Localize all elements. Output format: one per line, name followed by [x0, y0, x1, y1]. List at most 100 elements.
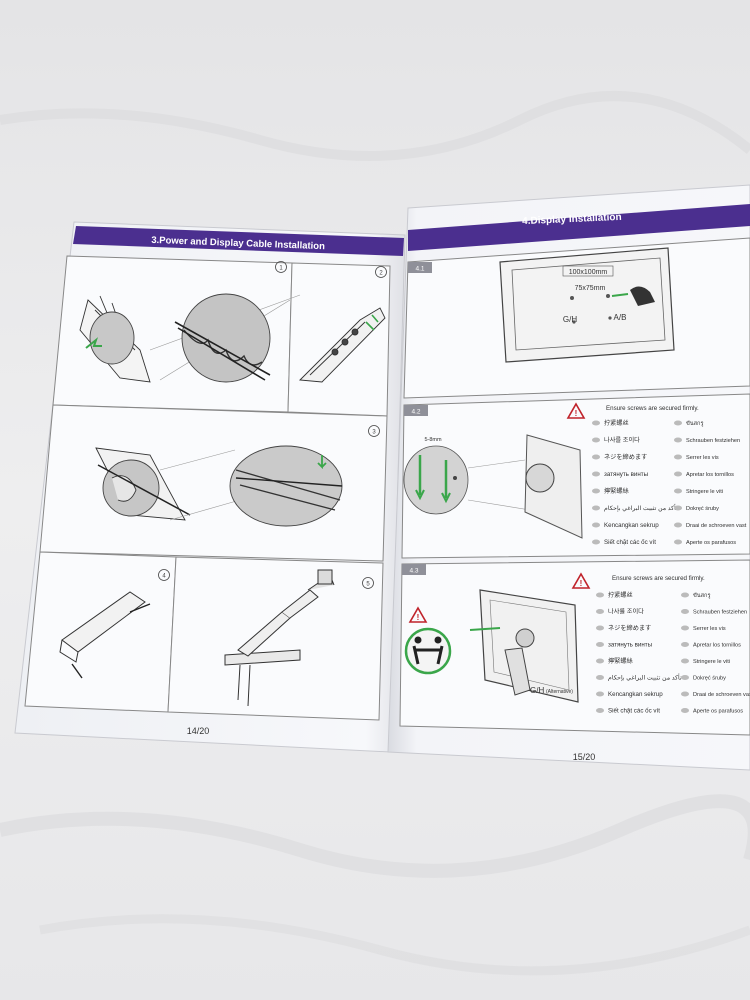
language-right-item: Stringere le viti	[686, 489, 723, 495]
step-4-2-warning: ! Ensure screws are secured firmly.	[566, 402, 699, 419]
language-marker	[674, 437, 682, 443]
language-left-item: تأكد من تثبيت البراغي بإحكام	[608, 673, 682, 682]
language-marker	[674, 471, 682, 477]
step-5-illustration	[224, 569, 335, 707]
step-2-panel	[287, 262, 391, 417]
language-right-item: Stringere le viti	[693, 659, 730, 665]
left-page-number: 14/20	[187, 726, 210, 736]
language-left-item: затянуть винты	[604, 471, 649, 478]
language-right-item: ขันสกรู	[693, 592, 710, 599]
language-left-item: Kencangkan sekrup	[604, 522, 659, 529]
hole-right-label: A/B	[614, 313, 627, 322]
language-left-item: затянуть винты	[608, 642, 653, 649]
language-marker	[681, 625, 689, 631]
language-left-item: ネジを締めます	[608, 624, 651, 632]
mount-label: G/H	[530, 686, 544, 695]
language-marker	[681, 592, 689, 598]
step-5-number: 5	[366, 582, 370, 588]
language-right-item: Aperte os parafusos	[693, 709, 743, 715]
language-marker	[674, 488, 682, 494]
caution-triangle-icon	[408, 606, 428, 623]
language-left-item: Siết chặt các ốc vít	[608, 708, 660, 715]
language-marker	[596, 642, 604, 647]
language-marker	[596, 609, 604, 614]
right-header-title: 4.Display Installation	[522, 212, 622, 227]
right-header-band	[408, 204, 750, 251]
language-marker	[592, 437, 600, 443]
language-left-item: 拧紧螺丝	[608, 591, 633, 599]
step-4-1-label: 4.1	[415, 266, 424, 273]
step-5-panel	[167, 556, 384, 721]
language-marker	[592, 539, 600, 545]
language-right-item: Dokręć śruby	[686, 506, 719, 512]
step-3-illustration	[95, 445, 343, 527]
language-marker	[596, 592, 604, 598]
left-header-band	[73, 226, 404, 256]
step-4-3-language-list: 拧紧螺丝 ขันสกรู 나사를 조이다 Schrauben festziehen ネジ…	[596, 591, 750, 715]
right-page-number: 15/20	[573, 752, 596, 762]
vesa-inner-label: 75x75mm	[575, 285, 606, 292]
language-left-item: تأكد من تثبيت البراغي بإحكام	[604, 503, 678, 512]
language-right-item: Draai de schroeven vast	[693, 692, 750, 698]
language-right-item: Draai de schroeven vast	[686, 523, 747, 529]
language-right-item: Apretar los tornillos	[686, 472, 734, 478]
step-4-1-illustration: 100x100mm 75x75mm G/H A/B	[499, 247, 675, 363]
language-right-item: Schrauben festziehen	[686, 438, 740, 444]
step-2-number: 2	[379, 271, 383, 277]
language-left-item: Kencangkan sekrup	[608, 691, 663, 698]
language-marker	[681, 675, 689, 680]
svg-text:!: !	[575, 409, 578, 418]
language-right-item: Serrer les vis	[693, 626, 726, 632]
step-4-2-warning-title: Ensure screws are secured firmly.	[606, 405, 699, 412]
language-marker	[592, 488, 600, 494]
language-left-item: Siết chặt các ốc vít	[604, 539, 656, 546]
language-marker	[596, 675, 604, 680]
language-marker	[681, 708, 689, 713]
language-right-item: Apretar los tornillos	[693, 643, 741, 649]
language-right-item: Serrer les vis	[686, 455, 719, 461]
language-marker	[592, 522, 600, 528]
screw-size-label: 5-8mm	[424, 437, 442, 443]
language-marker	[592, 454, 600, 460]
language-marker	[674, 420, 682, 426]
step-4-number: 4	[162, 574, 166, 580]
language-marker	[596, 708, 604, 713]
vesa-outer-label: 100x100mm	[569, 269, 608, 276]
language-left-item: 나사를 조이다	[608, 608, 644, 616]
step-4-2-illustration: 5-8mm	[403, 434, 583, 539]
language-marker	[681, 642, 689, 647]
step-1-number: 1	[279, 266, 283, 272]
language-left-item: 擰緊螺絲	[608, 657, 633, 665]
language-marker	[596, 625, 604, 631]
step-4-2-label: 4.2	[411, 409, 420, 416]
step-4-3-label: 4.3	[409, 568, 418, 575]
language-marker	[674, 539, 682, 545]
step-4-3-illustration: ! G/H (Alternative)	[404, 589, 579, 703]
language-right-item: ขันสกรู	[686, 420, 703, 427]
warning-triangle-icon	[571, 572, 591, 589]
step-1-illustration	[79, 293, 301, 383]
language-right-item: Aperte os parafusos	[686, 540, 736, 546]
step-4-illustration	[59, 591, 151, 679]
language-left-item: ネジを締めます	[604, 453, 647, 461]
language-marker	[681, 691, 689, 697]
warning-triangle-icon	[566, 402, 586, 419]
step-2-illustration	[299, 307, 386, 383]
step-4-2-language-list: 拧紧螺丝 ขันสกรู 나사를 조이다 Schrauben festziehen ネジ…	[592, 419, 747, 546]
hole-left-label: G/H	[563, 315, 577, 324]
language-marker	[674, 454, 682, 460]
svg-text:!: !	[580, 579, 583, 588]
step-number-circles: 1 2 3 4 5	[158, 261, 387, 589]
language-left-item: 나사를 조이다	[604, 436, 640, 444]
language-right-item: Schrauben festziehen	[693, 610, 747, 616]
language-marker	[681, 658, 689, 664]
step-4-3-warning: ! Ensure screws are secured firmly.	[571, 572, 705, 589]
language-marker	[596, 691, 604, 697]
step-4-3-warning-title: Ensure screws are secured firmly.	[612, 575, 705, 582]
language-left-item: 拧紧螺丝	[604, 419, 629, 427]
language-marker	[592, 505, 600, 511]
language-marker	[592, 420, 600, 426]
language-marker	[592, 471, 600, 477]
language-marker	[681, 609, 689, 614]
